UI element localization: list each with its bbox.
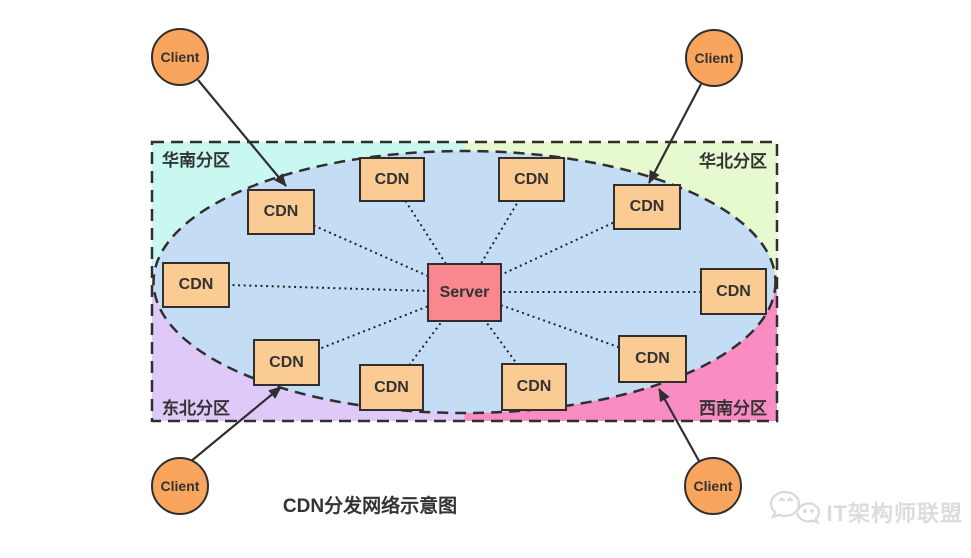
- wechat-icon: [770, 490, 821, 525]
- client-arrows: [189, 79, 702, 463]
- cdn-node: CDN: [700, 268, 767, 315]
- client-node-bottom-left: Client: [151, 457, 209, 515]
- client-arrow-top-left: [197, 79, 287, 187]
- watermark: IT架构师联盟: [768, 489, 963, 535]
- cdn-node: CDN: [162, 262, 230, 308]
- server-cdn-link: [285, 291, 465, 363]
- cdn-node: CDN: [247, 189, 315, 235]
- region-label-north: 华北分区: [699, 152, 767, 171]
- partition-boundary: [150, 140, 779, 423]
- client-node-top-left: Client: [151, 28, 209, 86]
- cdn-node: CDN: [498, 157, 565, 202]
- region-label-southwest: 西南分区: [699, 399, 767, 418]
- cdn-node: CDN: [253, 339, 320, 386]
- cdn-node: CDN: [613, 184, 681, 230]
- client-node-bottom-right: Client: [684, 457, 742, 515]
- cdn-node: CDN: [359, 157, 425, 202]
- client-arrow-bottom-left: [189, 386, 282, 463]
- cdn-node: CDN: [618, 335, 687, 383]
- diagram-title: CDN分发网络示意图: [282, 496, 458, 517]
- server-node: Server: [427, 263, 502, 322]
- region-label-northeast: 东北分区: [162, 399, 230, 418]
- client-arrow-top-right: [648, 83, 702, 184]
- cdn-node: CDN: [501, 363, 567, 411]
- watermark-label: IT架构师联盟: [826, 501, 963, 526]
- client-arrow-bottom-right: [658, 388, 700, 462]
- region-label-south: 华南分区: [162, 151, 230, 170]
- cdn-node: CDN: [359, 364, 424, 411]
- client-node-top-right: Client: [685, 29, 743, 87]
